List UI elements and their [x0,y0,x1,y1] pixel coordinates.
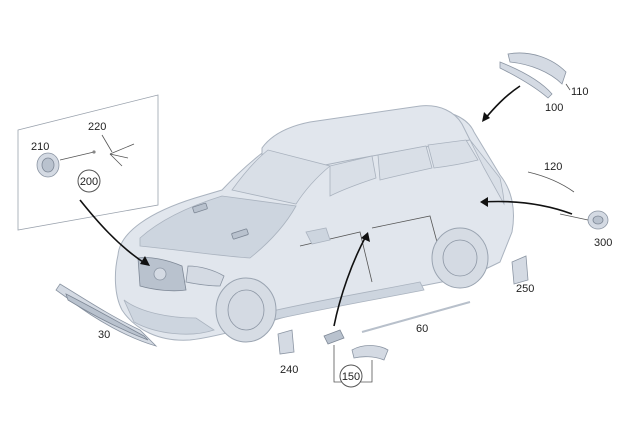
vehicle-illustration [114,105,514,343]
callout-120: 120 [544,161,562,173]
part-front-lip-30 [55,283,158,347]
arrow-spoiler [483,85,521,121]
arrows [79,85,573,327]
callout-150: 150 [342,371,360,383]
part-trim-strip-120 [527,171,575,193]
callout-250: 250 [516,283,534,295]
part-door-handle-150 [323,329,389,383]
callout-110: 110 [571,86,589,98]
arrow-handle [333,235,367,327]
inset-emblem-box [17,94,159,231]
part-mudflap-front-240 [277,329,295,355]
callout-30: 30 [98,329,110,341]
callout-300: 300 [594,237,612,249]
callout-circle-200 [77,169,101,193]
arrow-emblem-front [79,199,147,265]
part-spoiler-upper [507,52,567,85]
star-emblem-icon [153,267,167,281]
part-side-strip-60 [361,301,471,333]
callout-240: 240 [280,364,298,376]
callout-200: 200 [80,176,98,188]
callout-220: 220 [88,121,106,133]
leader-110 [565,83,571,91]
callout-210: 210 [31,141,49,153]
callout-100: 100 [545,102,563,114]
part-spoiler-lower [499,61,553,99]
part-emblem-300 [559,210,609,230]
callout-circle-150 [339,364,363,388]
part-mudflap-rear-250 [511,255,529,285]
arrow-emblem-rear [481,200,573,215]
callout-labels: 110 100 120 300 250 60 30 240 210 220 20… [31,86,612,388]
part-clips-220 [101,134,135,167]
callout-60: 60 [416,323,428,335]
